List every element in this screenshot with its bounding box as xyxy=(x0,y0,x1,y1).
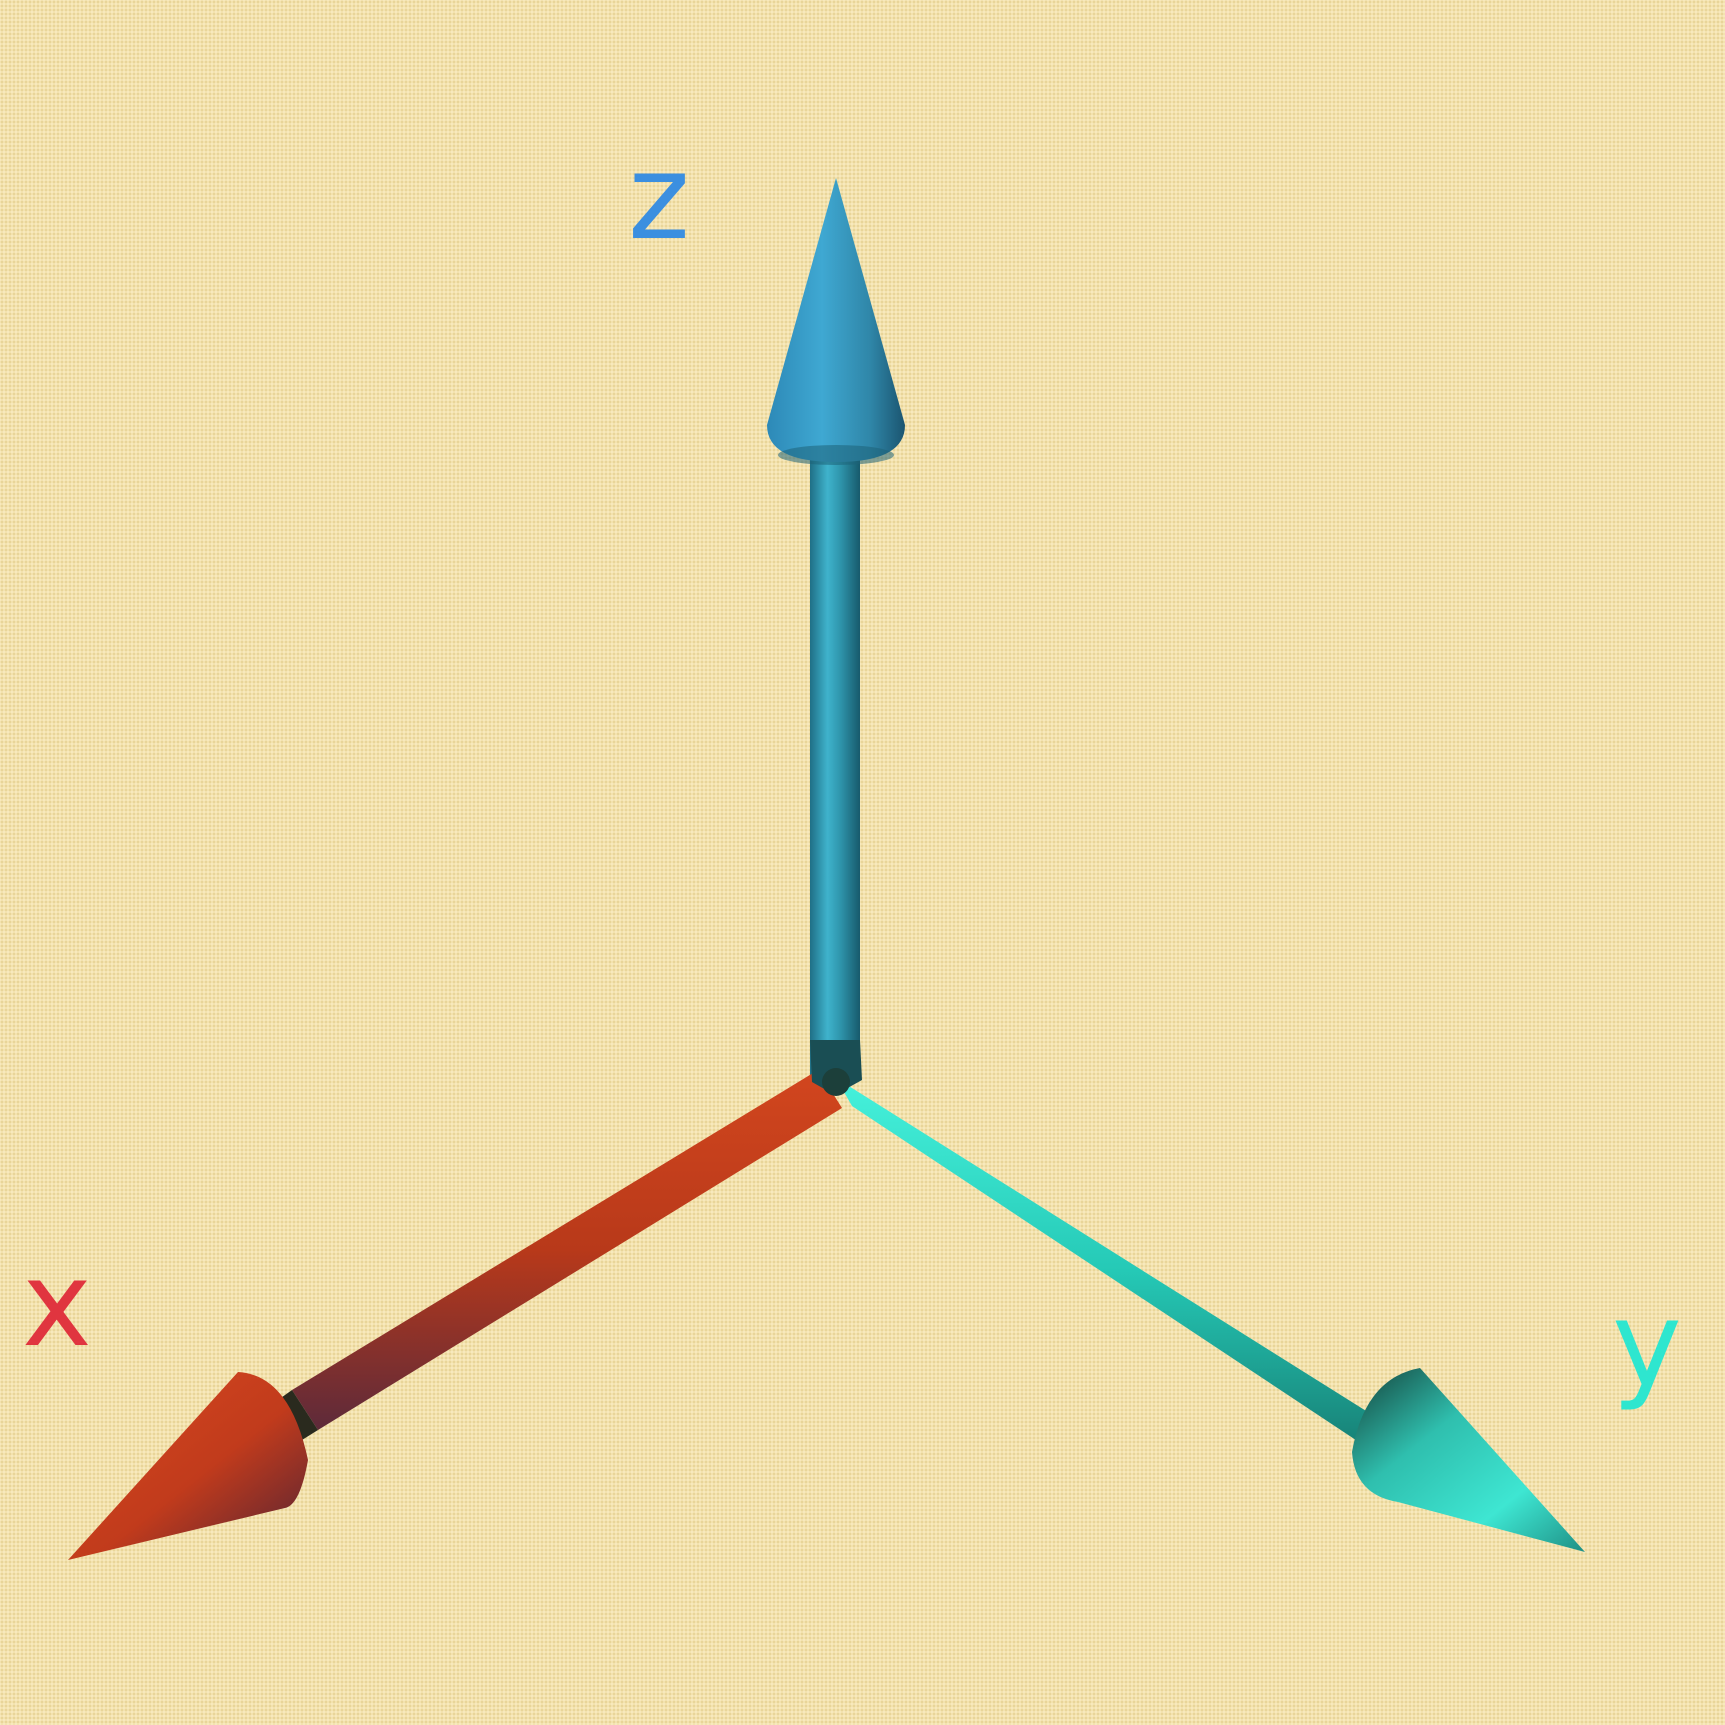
z-axis-label: z xyxy=(628,128,690,266)
z-axis-arrowhead xyxy=(767,178,905,462)
x-axis-shaft xyxy=(292,1070,842,1430)
y-axis-label: y xyxy=(1612,1275,1682,1413)
z-axis-arrow xyxy=(767,178,905,1080)
x-axis-label: x xyxy=(22,1235,92,1373)
z-axis-shaft xyxy=(810,455,860,1080)
y-axis-shaft xyxy=(836,1078,1406,1464)
y-axis-arrowhead xyxy=(1352,1368,1585,1552)
x-axis-arrow xyxy=(68,1070,842,1560)
y-axis-arrow xyxy=(836,1078,1585,1552)
x-axis-arrowhead xyxy=(68,1372,308,1560)
origin-joint xyxy=(810,1040,862,1096)
